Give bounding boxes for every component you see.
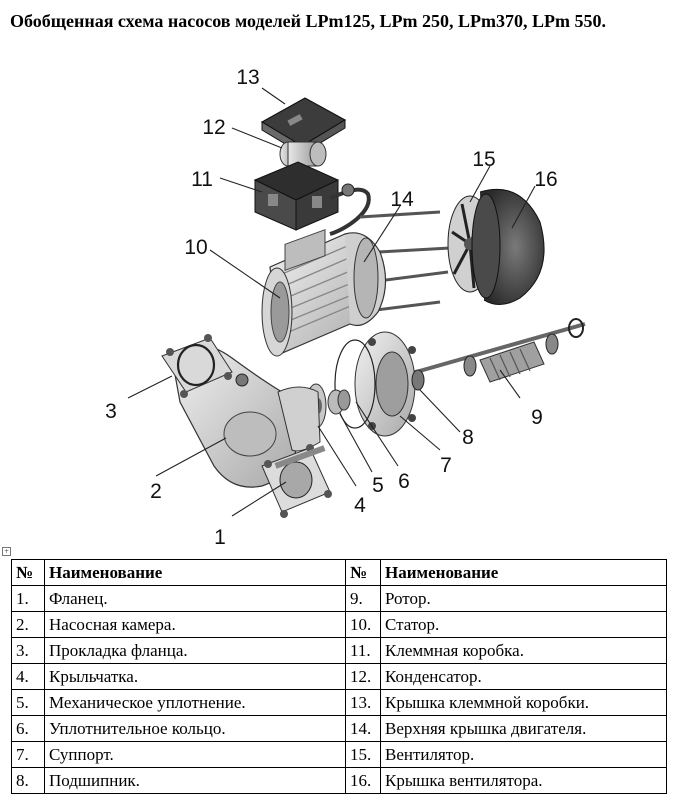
callout-label: 15	[472, 148, 495, 171]
callout-label: 9	[531, 406, 543, 429]
table-row: 1. Фланец. 9. Ротор.	[11, 585, 667, 612]
table-row: 7. Суппорт. 15. Вентилятор.	[11, 741, 667, 768]
fan-cover-part	[471, 188, 545, 305]
callout-label: 13	[236, 66, 259, 89]
callout-leaders	[127, 87, 536, 517]
header-name: Наименование	[44, 559, 346, 586]
callout-label: 14	[390, 188, 414, 211]
callout-label: 12	[202, 116, 225, 139]
table-move-handle-icon[interactable]: +	[2, 547, 11, 556]
table-cell: 12.	[345, 663, 381, 690]
table-cell: 16.	[345, 767, 381, 794]
header-number: №	[345, 559, 381, 586]
table-cell: 14.	[345, 715, 381, 742]
table-cell: Вентилятор.	[380, 741, 667, 768]
callout-label: 10	[184, 236, 207, 259]
header-name: Наименование	[380, 559, 667, 586]
rotor-part	[394, 318, 586, 383]
flange-part	[261, 444, 332, 518]
table-cell: 4.	[11, 663, 45, 690]
callout-label: 6	[398, 470, 410, 493]
table-header-row: № Наименование № Наименование	[11, 559, 667, 586]
terminal-box-part	[253, 161, 371, 236]
callout-label: 1	[214, 526, 226, 549]
table-cell: Крыльчатка.	[44, 663, 346, 690]
bearing-part	[411, 369, 425, 391]
table-row: 6. Уплотнительное кольцо. 14. Верхняя кр…	[11, 715, 667, 742]
table-cell: Уплотнительное кольцо.	[44, 715, 346, 742]
callout-label: 11	[191, 168, 213, 191]
support-part	[334, 331, 416, 437]
motor-end-cover-part	[344, 232, 387, 327]
table-cell: 2.	[11, 611, 45, 638]
parts-table: № Наименование № Наименование 1. Фланец.…	[11, 559, 667, 794]
table-cell: Клеммная коробка.	[380, 637, 667, 664]
table-cell: Подшипник.	[44, 767, 346, 794]
table-cell: 1.	[11, 585, 45, 612]
table-row: 3. Прокладка фланца. 11. Клеммная коробк…	[11, 637, 667, 664]
table-cell: Конденсатор.	[380, 663, 667, 690]
table-cell: 9.	[345, 585, 381, 612]
table-cell: Прокладка фланца.	[44, 637, 346, 664]
exploded-pump-diagram: 13 12 11 10 15 16 14 9 3 2 1 4 5 6 7 8	[0, 62, 683, 552]
table-row: 4. Крыльчатка. 12. Конденсатор.	[11, 663, 667, 690]
callout-label: 3	[105, 400, 117, 423]
table-cell: 5.	[11, 689, 45, 716]
mechanical-seal-part	[327, 389, 351, 415]
table-row: 2. Насосная камера. 10. Статор.	[11, 611, 667, 638]
table-row: 5. Механическое уплотнение. 13. Крышка к…	[11, 689, 667, 716]
table-cell: Насосная камера.	[44, 611, 346, 638]
callout-label: 8	[462, 426, 474, 449]
capacitor-part	[279, 141, 327, 167]
table-cell: Верхняя крышка двигателя.	[380, 715, 667, 742]
table-cell: 11.	[345, 637, 381, 664]
table-cell: 3.	[11, 637, 45, 664]
flange-gasket-part	[161, 334, 233, 398]
table-cell: Механическое уплотнение.	[44, 689, 346, 716]
callout-label: 2	[150, 480, 162, 503]
table-cell: Фланец.	[44, 585, 346, 612]
page-title: Обобщенная схема насосов моделей LPm125,…	[10, 11, 607, 31]
table-cell: 8.	[11, 767, 45, 794]
callout-label: 4	[354, 494, 366, 517]
callout-label: 7	[440, 454, 452, 477]
table-cell: 15.	[345, 741, 381, 768]
callout-label: 16	[534, 168, 557, 191]
table-cell: 6.	[11, 715, 45, 742]
table-cell: Крышка вентилятора.	[380, 767, 667, 794]
table-cell: Крышка клеммной коробки.	[380, 689, 667, 716]
table-row: 8. Подшипник. 16. Крышка вентилятора.	[11, 767, 667, 794]
table-cell: 13.	[345, 689, 381, 716]
table-cell: 7.	[11, 741, 45, 768]
table-cell: Статор.	[380, 611, 667, 638]
header-number: №	[11, 559, 45, 586]
table-cell: Ротор.	[380, 585, 667, 612]
callout-label: 5	[372, 474, 384, 497]
table-cell: Суппорт.	[44, 741, 346, 768]
table-cell: 10.	[345, 611, 381, 638]
